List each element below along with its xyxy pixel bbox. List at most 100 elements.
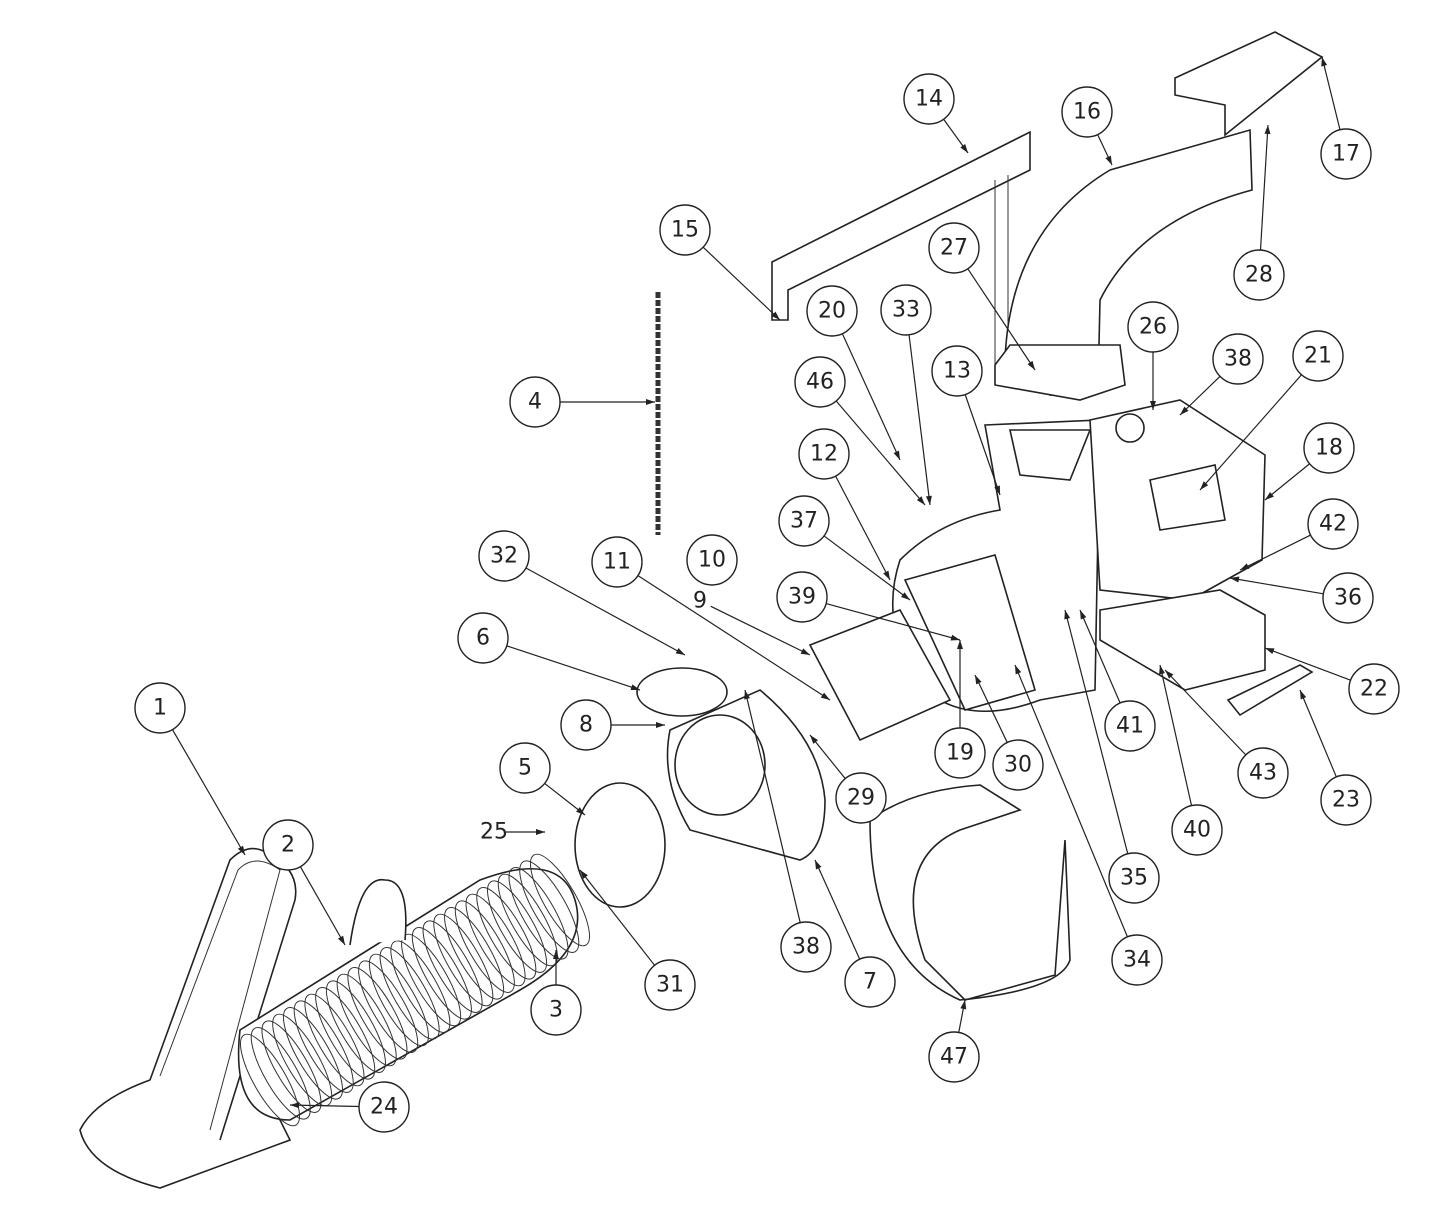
callout-number: 15: [671, 218, 699, 243]
callout-number: 36: [1334, 586, 1362, 611]
callout-23: [1299, 689, 1372, 826]
arrowhead: [994, 485, 1000, 495]
arrowhead: [1300, 690, 1307, 700]
part-discharge-chute: [1004, 128, 1253, 396]
balloon-circle: [457, 612, 509, 664]
arrowhead: [675, 648, 685, 655]
hose-rib: [304, 993, 365, 1087]
callout-14: [903, 73, 969, 154]
arrowhead: [916, 496, 925, 505]
part-engine-base: [1099, 589, 1266, 691]
part-fuel-cap: [1115, 413, 1145, 443]
callout-number: 22: [1360, 677, 1388, 702]
callout-number: 1: [153, 696, 167, 721]
callout-36: [1229, 572, 1374, 624]
callout-number: 25: [480, 820, 508, 845]
callout-number: 39: [788, 585, 816, 610]
arrowhead: [1240, 563, 1250, 570]
arrowhead: [744, 690, 750, 700]
balloon-circle: [686, 534, 738, 586]
balloon-circle: [530, 984, 582, 1036]
callout-number: 32: [490, 544, 518, 569]
leader-line: [299, 866, 346, 946]
arrowhead: [1015, 665, 1022, 675]
leader-line: [1179, 375, 1221, 416]
callout-26: [1127, 301, 1179, 410]
balloon-circle: [1237, 747, 1289, 799]
arrowhead: [957, 640, 963, 649]
part-housing-inlet: [1009, 429, 1092, 481]
callout-35: [1064, 609, 1160, 904]
leader-line: [1264, 647, 1351, 681]
part-support-arm: [771, 130, 1031, 321]
callout-number: 24: [370, 1095, 398, 1120]
callout-1: [134, 682, 246, 856]
balloon-circle: [794, 356, 846, 408]
callout-10: [686, 534, 738, 586]
leader-line: [825, 602, 961, 641]
leader-line: [1159, 664, 1193, 806]
balloon-circle: [1292, 330, 1344, 382]
callout-4: [509, 376, 655, 428]
arrowhead: [1064, 610, 1071, 620]
callout-number: 43: [1249, 761, 1277, 786]
callout-number: 40: [1183, 818, 1211, 843]
balloon-circle: [903, 73, 955, 125]
part-base-bracket: [1226, 664, 1314, 717]
callout-number: 20: [818, 299, 846, 324]
arrowhead: [576, 807, 585, 815]
leader-line: [809, 734, 846, 779]
callout-balloons: [134, 56, 1400, 1133]
arrowhead: [1200, 481, 1209, 490]
arrowhead: [800, 648, 810, 655]
hose-ribs: [240, 853, 590, 1127]
arrowhead: [1165, 670, 1174, 679]
arrowhead: [975, 675, 982, 685]
arrowhead: [646, 399, 655, 405]
callout-number: 21: [1304, 344, 1332, 369]
balloon-circle: [992, 739, 1044, 791]
callout-17: [1320, 56, 1372, 180]
arrowhead: [1027, 360, 1035, 370]
balloon-circle: [1061, 86, 1113, 138]
callout-34: [1014, 664, 1163, 986]
callout-42: [1239, 498, 1359, 571]
callout-number: 14: [915, 87, 943, 112]
callout-number: 41: [1116, 714, 1144, 739]
leader-line: [1229, 577, 1324, 595]
leader-line: [1199, 374, 1302, 491]
callout-21: [1199, 330, 1344, 491]
balloon-circle: [776, 571, 828, 623]
leader-line: [637, 575, 831, 701]
balloon-circle: [1127, 301, 1179, 353]
hose-rib: [497, 873, 558, 967]
leader-line: [1064, 609, 1129, 854]
callout-number: 17: [1332, 142, 1360, 167]
balloon-circle: [835, 772, 887, 824]
arrowhead: [925, 495, 932, 505]
callout-numbers: 1234567891011121314151617181920212223242…: [153, 87, 1388, 1120]
callout-16: [1061, 86, 1113, 166]
callout-number: 35: [1120, 866, 1148, 891]
callout-7: [814, 859, 896, 1008]
hose-rib: [336, 973, 397, 1067]
balloon-circle: [806, 285, 858, 337]
hose-rib: [358, 960, 419, 1053]
balloon-circle: [798, 428, 850, 480]
hose-rib: [411, 927, 472, 1020]
leader-line: [908, 334, 931, 506]
callout-28: [1233, 124, 1285, 301]
callout-41: [1079, 609, 1156, 752]
callout-number: 34: [1123, 948, 1151, 973]
hose-rib: [250, 1027, 311, 1120]
arrowhead: [820, 692, 830, 700]
balloon-circle: [499, 742, 551, 794]
callout-number: 38: [792, 935, 820, 960]
callout-19: [934, 640, 986, 779]
callout-number: 18: [1315, 436, 1343, 461]
balloon-circle: [844, 956, 896, 1008]
balloon-circle: [778, 495, 830, 547]
hose-rib: [379, 947, 440, 1040]
hose-rib: [444, 907, 505, 1000]
